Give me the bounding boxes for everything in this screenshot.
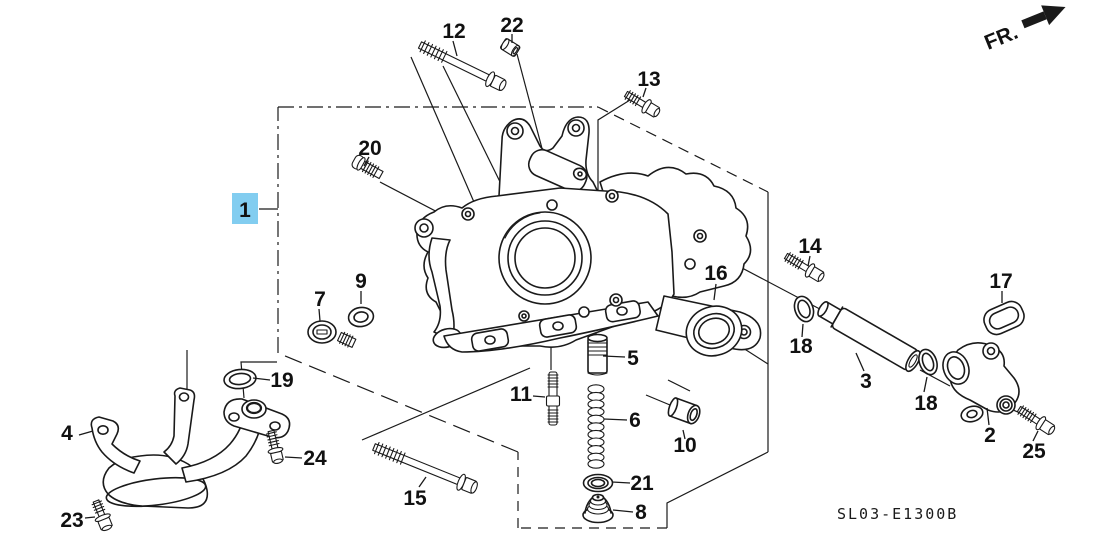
part-25-bolt bbox=[1016, 405, 1056, 436]
callout-5[interactable]: 5 bbox=[627, 347, 639, 370]
part-13-bolt bbox=[623, 90, 661, 118]
part-14-bolt bbox=[783, 252, 825, 283]
part-4-oil-strainer bbox=[90, 387, 291, 509]
callout-6-leader bbox=[603, 418, 628, 421]
callout-24[interactable]: 24 bbox=[303, 447, 327, 470]
fr-label: FR. bbox=[981, 21, 1021, 55]
callout-20[interactable]: 20 bbox=[358, 137, 381, 160]
callout-9[interactable]: 9 bbox=[355, 270, 367, 293]
fr-arrow-icon bbox=[1021, 5, 1066, 29]
callout-16-leader bbox=[713, 283, 717, 301]
part-3-oil-pipe bbox=[817, 301, 922, 373]
part-10-collar bbox=[667, 397, 701, 425]
assembly-boundary bbox=[277, 106, 769, 529]
callout-10[interactable]: 10 bbox=[673, 434, 696, 457]
callout-14[interactable]: 14 bbox=[798, 235, 822, 258]
callout-25[interactable]: 25 bbox=[1022, 440, 1046, 463]
part-6-relief-valve-spring bbox=[587, 384, 605, 469]
callout-14-leader bbox=[807, 255, 811, 267]
part-23-bolt bbox=[91, 499, 113, 532]
part-21-sealing-washer bbox=[582, 473, 614, 493]
callout-2-leader bbox=[986, 407, 990, 426]
callout-12[interactable]: 12 bbox=[442, 20, 465, 43]
callout-19-leader bbox=[252, 377, 271, 381]
part-9-washer bbox=[347, 306, 375, 328]
callout-25-leader bbox=[1032, 430, 1039, 442]
callout-11-leader bbox=[532, 395, 546, 398]
selected-callout-highlight bbox=[232, 193, 258, 224]
callout-15-leader bbox=[418, 476, 427, 488]
callout-23[interactable]: 23 bbox=[60, 509, 83, 532]
part-15-bolt bbox=[372, 442, 478, 494]
part-5-relief-valve-piston bbox=[587, 333, 608, 376]
part-12-bolt bbox=[417, 40, 507, 91]
callout-24-leader bbox=[284, 456, 303, 459]
callout-5-leader bbox=[602, 355, 626, 358]
part-16-oil-seal bbox=[685, 305, 743, 357]
callout-3[interactable]: 3 bbox=[860, 370, 872, 393]
callout-13[interactable]: 13 bbox=[637, 68, 660, 91]
callout-17[interactable]: 17 bbox=[989, 270, 1012, 293]
part-17-gasket bbox=[983, 300, 1025, 336]
callout-10-leader bbox=[682, 429, 686, 440]
callout-3-leader bbox=[855, 352, 865, 372]
part-19-o-ring bbox=[223, 368, 257, 390]
callout-11[interactable]: 11 bbox=[510, 383, 533, 406]
callout-13-leader bbox=[642, 87, 647, 98]
part-18-o-ring-b bbox=[918, 348, 938, 376]
callout-4-leader bbox=[78, 430, 94, 436]
callout-6[interactable]: 6 bbox=[629, 409, 641, 432]
callout-8-leader bbox=[612, 509, 634, 513]
part-20-screw bbox=[351, 154, 384, 180]
callout-7-leader bbox=[318, 308, 321, 322]
callout-18[interactable]: 18 bbox=[789, 335, 813, 358]
part-7-sealing-plug bbox=[307, 320, 357, 348]
callout-12-leader bbox=[452, 40, 458, 57]
callout-15[interactable]: 15 bbox=[403, 487, 427, 510]
diagram-code-label: SL03-E1300B bbox=[837, 505, 958, 523]
callout-23-leader bbox=[84, 516, 96, 519]
callout-16[interactable]: 16 bbox=[704, 262, 727, 285]
part-18-o-ring-a bbox=[793, 295, 815, 323]
part-22-dowel-pin bbox=[500, 38, 521, 57]
callout-22[interactable]: 22 bbox=[500, 14, 523, 37]
callout-20-leader bbox=[363, 156, 370, 167]
callout-8[interactable]: 8 bbox=[635, 501, 647, 524]
part-1-oil-pump-body bbox=[414, 116, 762, 353]
part-8-sealing-plug bbox=[582, 493, 614, 524]
callout-4[interactable]: 4 bbox=[61, 422, 73, 445]
callout-21-leader bbox=[611, 481, 631, 484]
callout-2[interactable]: 2 bbox=[984, 424, 996, 447]
part-24-bolt bbox=[266, 429, 284, 464]
callout-19[interactable]: 19 bbox=[270, 369, 293, 392]
callout-18[interactable]: 18 bbox=[914, 392, 938, 415]
fr-direction-indicator: FR. bbox=[981, 5, 1066, 55]
part-2-outlet-joint bbox=[942, 342, 1020, 423]
callout-18-leader bbox=[923, 376, 928, 393]
callout-21[interactable]: 21 bbox=[630, 472, 654, 495]
callout-1-selected[interactable]: 1 bbox=[239, 199, 251, 222]
callout-18-leader bbox=[801, 323, 804, 338]
part-11-stud bbox=[545, 371, 561, 426]
callout-7[interactable]: 7 bbox=[314, 288, 326, 311]
